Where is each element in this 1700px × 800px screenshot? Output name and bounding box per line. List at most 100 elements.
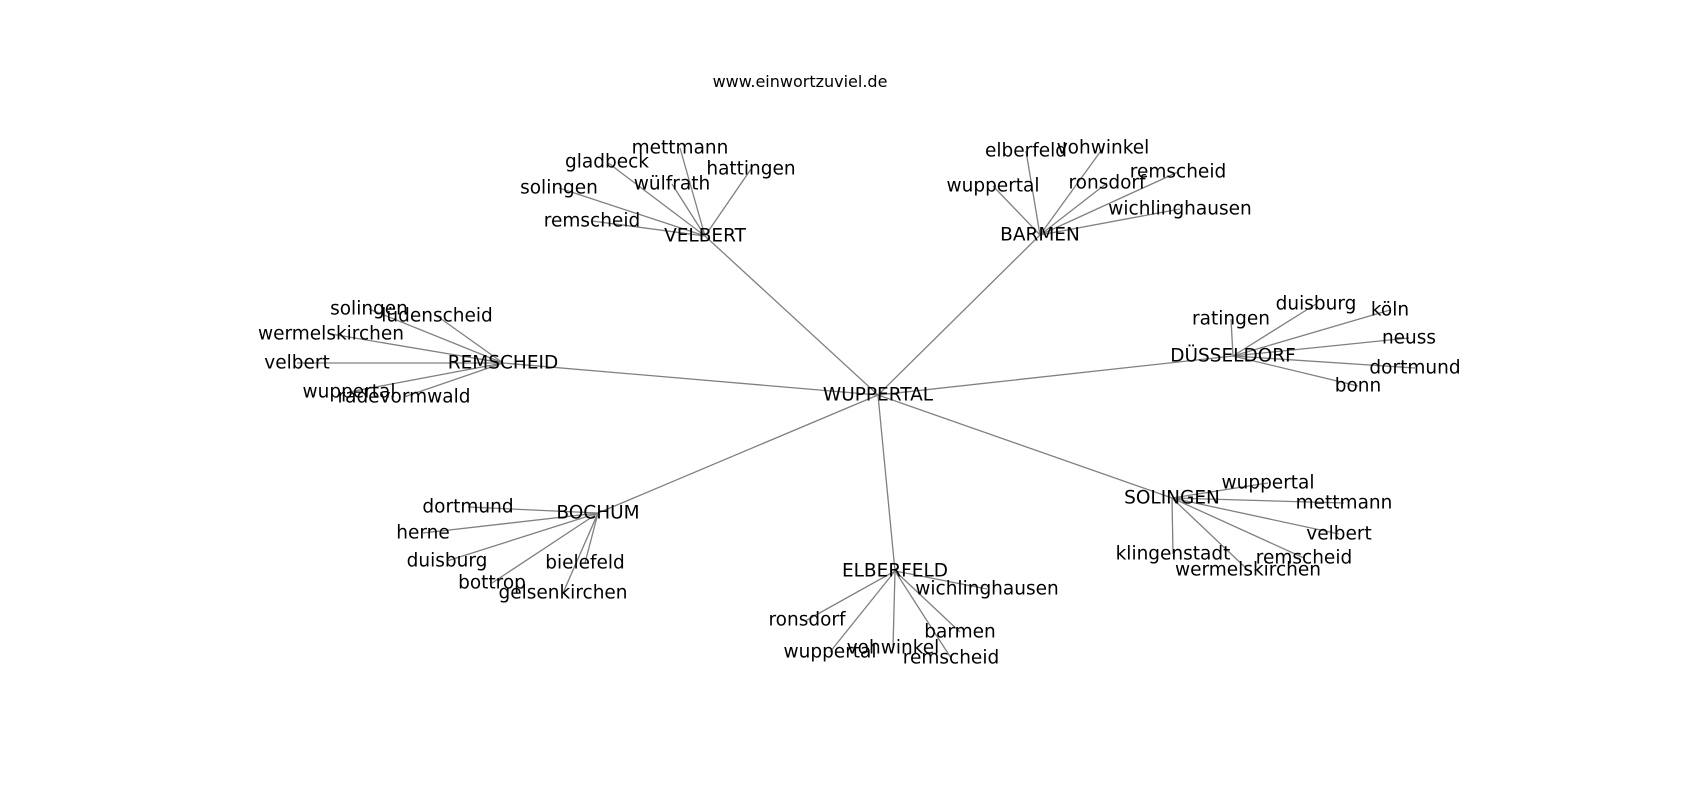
edge-duesseldorf-dortmund (1232, 355, 1416, 369)
edge-bochum-gelsenkirchen (562, 512, 599, 594)
edge-center-remscheid (502, 362, 879, 396)
leaf-node-bochum-gelsenkirchen: gelsenkirchen (498, 583, 627, 604)
edge-duesseldorf-bonn (1232, 355, 1359, 387)
leaf-node-barmen-wuppertal: wuppertal (946, 176, 1039, 197)
edge-barmen-remscheid (1039, 171, 1179, 236)
hub-node-bochum: BOCHUM (556, 503, 639, 524)
edge-solingen-klingenstadt (1171, 497, 1174, 555)
edge-barmen-wuppertal (992, 185, 1041, 236)
leaf-node-velbert-wuelfrath: wülfrath (634, 174, 710, 195)
leaf-node-duesseldorf-koeln: köln (1371, 300, 1409, 321)
hub-node-velbert: VELBERT (664, 226, 747, 247)
leaf-node-remscheid-solingen: solingen (330, 299, 408, 320)
edge-elberfeld-ronsdorf (806, 570, 896, 621)
leaf-node-solingen-wuppertal: wuppertal (1221, 473, 1314, 494)
edge-velbert-gladbeck (606, 161, 706, 237)
edge-solingen-wuppertal (1171, 482, 1269, 499)
leaf-node-velbert-solingen: solingen (520, 178, 598, 199)
leaf-node-bochum-dortmund: dortmund (422, 497, 513, 518)
leaf-node-elberfeld-remscheid: remscheid (903, 648, 999, 669)
edge-elberfeld-wichlinghausen (894, 570, 988, 590)
leaf-node-velbert-hattingen: hattingen (706, 159, 795, 180)
leaf-node-elberfeld-barmen: barmen (924, 622, 996, 643)
leaf-node-barmen-elberfeld: elberfeld (985, 141, 1067, 162)
edge-elberfeld-remscheid (894, 570, 952, 659)
leaf-node-bochum-duisburg: duisburg (407, 551, 488, 572)
edge-remscheid-solingen (368, 308, 504, 364)
hub-node-remscheid: REMSCHEID (448, 353, 558, 374)
site-title: www.einwortzuviel.de (712, 72, 888, 91)
edge-center-barmen (877, 234, 1041, 396)
leaf-node-duesseldorf-dortmund: dortmund (1369, 358, 1460, 379)
edge-remscheid-wuppertal (348, 362, 504, 393)
edge-solingen-velbert (1171, 497, 1340, 535)
edge-barmen-elberfeld (1025, 150, 1041, 236)
leaf-node-bochum-bielefeld: bielefeld (545, 553, 625, 574)
edge-solingen-mettmann (1171, 497, 1345, 504)
edge-elberfeld-wuppertal (829, 570, 896, 653)
leaf-node-remscheid-velbert: velbert (264, 353, 329, 374)
leaf-node-barmen-wichlinghausen: wichlinghausen (1108, 199, 1251, 220)
hub-node-duesseldorf: DÜSSELDORF (1170, 345, 1296, 367)
edge-center-solingen (877, 394, 1173, 499)
edge-barmen-vohwinkel (1039, 147, 1104, 236)
edge-velbert-mettmann (679, 147, 706, 237)
leaf-node-velbert-remscheid: remscheid (544, 211, 640, 232)
hub-node-solingen: SOLINGEN (1124, 488, 1220, 509)
edge-center-elberfeld (877, 394, 896, 572)
leaf-node-duesseldorf-ratingen: ratingen (1192, 309, 1270, 330)
leaf-node-remscheid-luedenscheid: lüdenscheid (381, 306, 493, 327)
leaf-node-velbert-gladbeck: gladbeck (565, 152, 649, 173)
edge-bochum-dortmund (467, 506, 599, 514)
edge-remscheid-luedenscheid (436, 315, 504, 364)
leaf-node-solingen-wermelskirchen: wermelskirchen (1175, 560, 1321, 581)
edge-barmen-wichlinghausen (1039, 208, 1181, 236)
edge-duesseldorf-ratingen (1230, 318, 1234, 357)
edge-center-bochum (597, 394, 879, 514)
edge-bochum-bottrop (491, 512, 599, 584)
leaf-node-barmen-ronsdorf: ronsdorf (1068, 173, 1146, 194)
edge-remscheid-radevormwald (403, 362, 504, 398)
hub-node-barmen: BARMEN (1000, 225, 1080, 246)
graph-edges (297, 147, 1416, 659)
leaf-node-elberfeld-vohwinkel: vohwinkel (847, 638, 940, 659)
leaf-node-elberfeld-wichlinghausen: wichlinghausen (915, 579, 1058, 600)
edge-solingen-remscheid (1171, 497, 1305, 559)
leaf-node-solingen-mettmann: mettmann (1296, 493, 1393, 514)
leaf-node-barmen-vohwinkel: vohwinkel (1057, 138, 1150, 159)
leaf-node-remscheid-radevormwald: radevormwald (338, 387, 471, 408)
edge-duesseldorf-duisburg (1232, 303, 1317, 357)
leaf-node-bochum-herne: herne (396, 523, 450, 544)
leaf-node-duesseldorf-duisburg: duisburg (1276, 294, 1357, 315)
edge-remscheid-wermelskirchen (330, 333, 504, 364)
leaf-node-bochum-bottrop: bottrop (458, 573, 526, 594)
edge-elberfeld-barmen (894, 570, 961, 633)
edge-velbert-wuelfrath (671, 183, 706, 237)
edge-velbert-remscheid (591, 220, 706, 237)
edge-velbert-hattingen (704, 168, 752, 237)
edge-solingen-wermelskirchen (1171, 497, 1249, 571)
leaf-node-remscheid-wermelskirchen: wermelskirchen (258, 324, 404, 345)
edge-elberfeld-vohwinkel (892, 570, 896, 649)
edge-bochum-duisburg (446, 512, 599, 562)
edge-bochum-herne (422, 512, 599, 534)
hub-node-elberfeld: ELBERFELD (842, 561, 948, 582)
leaf-node-duesseldorf-bonn: bonn (1335, 376, 1382, 397)
leaf-node-remscheid-wuppertal: wuppertal (302, 382, 395, 403)
edge-velbert-solingen (558, 187, 706, 237)
leaf-node-solingen-remscheid: remscheid (1256, 548, 1352, 569)
leaf-node-solingen-klingenstadt: klingenstadt (1116, 544, 1231, 565)
edge-bochum-bielefeld (584, 512, 599, 564)
leaf-node-barmen-remscheid: remscheid (1130, 162, 1226, 183)
leaf-node-elberfeld-wuppertal: wuppertal (783, 642, 876, 663)
leaf-node-elberfeld-ronsdorf: ronsdorf (768, 610, 846, 631)
edge-center-duesseldorf (877, 355, 1234, 396)
leaf-node-velbert-mettmann: mettmann (632, 138, 729, 159)
edge-barmen-ronsdorf (1039, 182, 1108, 236)
leaf-node-duesseldorf-neuss: neuss (1382, 328, 1436, 349)
edge-center-velbert (704, 235, 879, 396)
edge-duesseldorf-neuss (1232, 337, 1410, 357)
leaf-node-solingen-velbert: velbert (1306, 524, 1371, 545)
